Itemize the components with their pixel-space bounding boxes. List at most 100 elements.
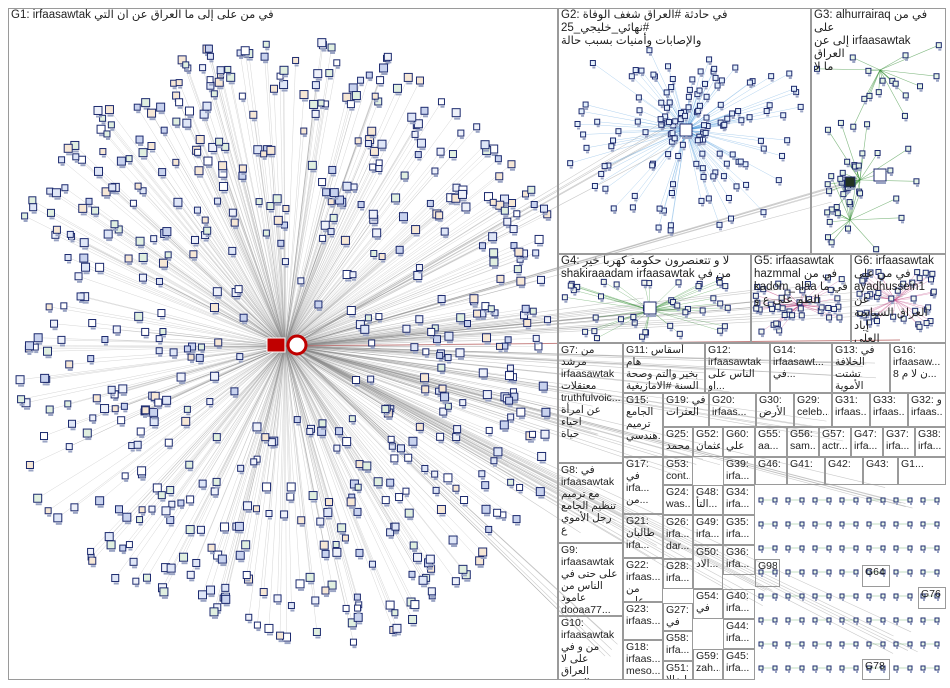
node-caption [788, 503, 790, 505]
group-label-g32: G32: و irfaas... [911, 394, 943, 418]
small-node [881, 498, 885, 502]
group-box-g54: G54: في [693, 589, 723, 619]
group-box-g18: G18: irfaas... meso... [623, 640, 663, 680]
small-node [813, 642, 817, 646]
small-node [881, 594, 885, 598]
group-label-g55: G55: aa... [758, 428, 784, 452]
group-label-g48: G48: التأ... [696, 486, 720, 510]
small-node [773, 498, 777, 502]
group-box-g33: G33: irfaas... [870, 393, 908, 427]
group-label-g15: G15: الجامع ترميم هندسي... [626, 394, 660, 442]
group-label-g16: G16: irfaasaw... ن لا م 8... [893, 344, 943, 380]
node-caption [775, 527, 777, 529]
group-box-g24: G24: was... [663, 485, 693, 515]
node-caption [815, 671, 817, 673]
small-node [894, 498, 898, 502]
node-caption [910, 671, 912, 673]
group-box-g17: G17: في irfa... من... [623, 457, 663, 514]
small-node [827, 570, 831, 574]
small-node [840, 666, 844, 670]
group-box-g1: G1: irfaasawtak في من على إلى ما العراق … [8, 8, 558, 680]
group-box-g41: G41: [787, 457, 825, 485]
small-node [867, 618, 871, 622]
node-caption [856, 503, 858, 505]
small-node [800, 666, 804, 670]
node-caption [896, 599, 898, 601]
node-caption [923, 647, 925, 649]
node-caption [788, 647, 790, 649]
small-node [921, 522, 925, 526]
group-label-g10: G10: irfaasawtak من و في على لا العراق ا… [561, 617, 620, 680]
small-node [786, 546, 790, 550]
small-node [921, 546, 925, 550]
node-caption [869, 503, 871, 505]
group-label-g45: G45: irfa... [726, 650, 752, 674]
node-caption [869, 623, 871, 625]
group-label-g42: G42: [828, 458, 860, 470]
group-label-g54: G54: في [696, 590, 720, 614]
node-caption [829, 575, 831, 577]
group-box-g12: G12: irfaasawtak الناس على او... [705, 343, 770, 393]
node-caption [842, 551, 844, 553]
small-node [894, 570, 898, 574]
node-caption [815, 623, 817, 625]
small-node [881, 618, 885, 622]
group-label-g19: G19: في العثرات [666, 394, 706, 418]
small-node [935, 666, 939, 670]
node-caption [775, 671, 777, 673]
node-caption [815, 599, 817, 601]
group-label-g35: G35: irfa... [726, 516, 752, 540]
group-box-g36: G36: irfa... [723, 545, 755, 575]
group-label-g3: G3: alhurrairaq في من على إلى عن irfaasa… [814, 9, 943, 74]
group-box-g14: G14: irfaasawt... في... [770, 343, 832, 393]
node-caption [761, 599, 763, 601]
small-node [867, 546, 871, 550]
group-label-g12: G12: irfaasawtak الناس على او... [708, 344, 767, 392]
group-box-g6: G6: irfaasawtak في من على ayadhussein1 ع… [851, 254, 946, 343]
small-node [813, 666, 817, 670]
node-caption [815, 551, 817, 553]
group-box-g49: G49: irfa... [693, 515, 723, 545]
node-caption [775, 503, 777, 505]
node-caption [896, 503, 898, 505]
group-box-g57: G57: actr... [819, 427, 851, 457]
node-caption [910, 551, 912, 553]
node-caption [937, 551, 939, 553]
small-node [840, 546, 844, 550]
group-label-g26: G26: irfa... dar... [666, 516, 690, 552]
group-label-g1: G1: irfaasawtak في من على إلى ما العراق … [11, 9, 555, 22]
small-node [854, 546, 858, 550]
node-caption [937, 647, 939, 649]
group-box-g42: G42: [825, 457, 863, 485]
group-box-g45: G45: irfa... [723, 649, 755, 680]
group-label-g28: G28: irfa... [666, 560, 690, 584]
node-caption [869, 527, 871, 529]
group-box-g78: G78 [862, 659, 890, 680]
small-node [759, 522, 763, 526]
small-node [935, 498, 939, 502]
group-label-g57: G57: actr... [822, 428, 848, 452]
group-label-g22: G22: irfaas... من على [626, 559, 660, 602]
group-label-g41: G41: [790, 458, 822, 470]
small-node [786, 618, 790, 622]
node-caption [896, 551, 898, 553]
small-node [800, 498, 804, 502]
group-box-g56: G56: sam... [787, 427, 819, 457]
small-node [813, 618, 817, 622]
small-node [854, 570, 858, 574]
group-label-g20: G20: irfaas... [712, 394, 753, 418]
small-node [827, 546, 831, 550]
group-box-g98: G98 [755, 559, 780, 587]
group-box-g19: G19: في العثرات [663, 393, 709, 427]
small-node [881, 522, 885, 526]
small-node [786, 522, 790, 526]
group-box-g23: G23: irfaas... [623, 602, 663, 640]
node-caption [802, 623, 804, 625]
group-label-g56: G56: sam... [790, 428, 816, 452]
small-node [854, 522, 858, 526]
small-node [840, 522, 844, 526]
small-node [786, 594, 790, 598]
small-node [935, 642, 939, 646]
node-caption [815, 575, 817, 577]
node-caption [910, 647, 912, 649]
